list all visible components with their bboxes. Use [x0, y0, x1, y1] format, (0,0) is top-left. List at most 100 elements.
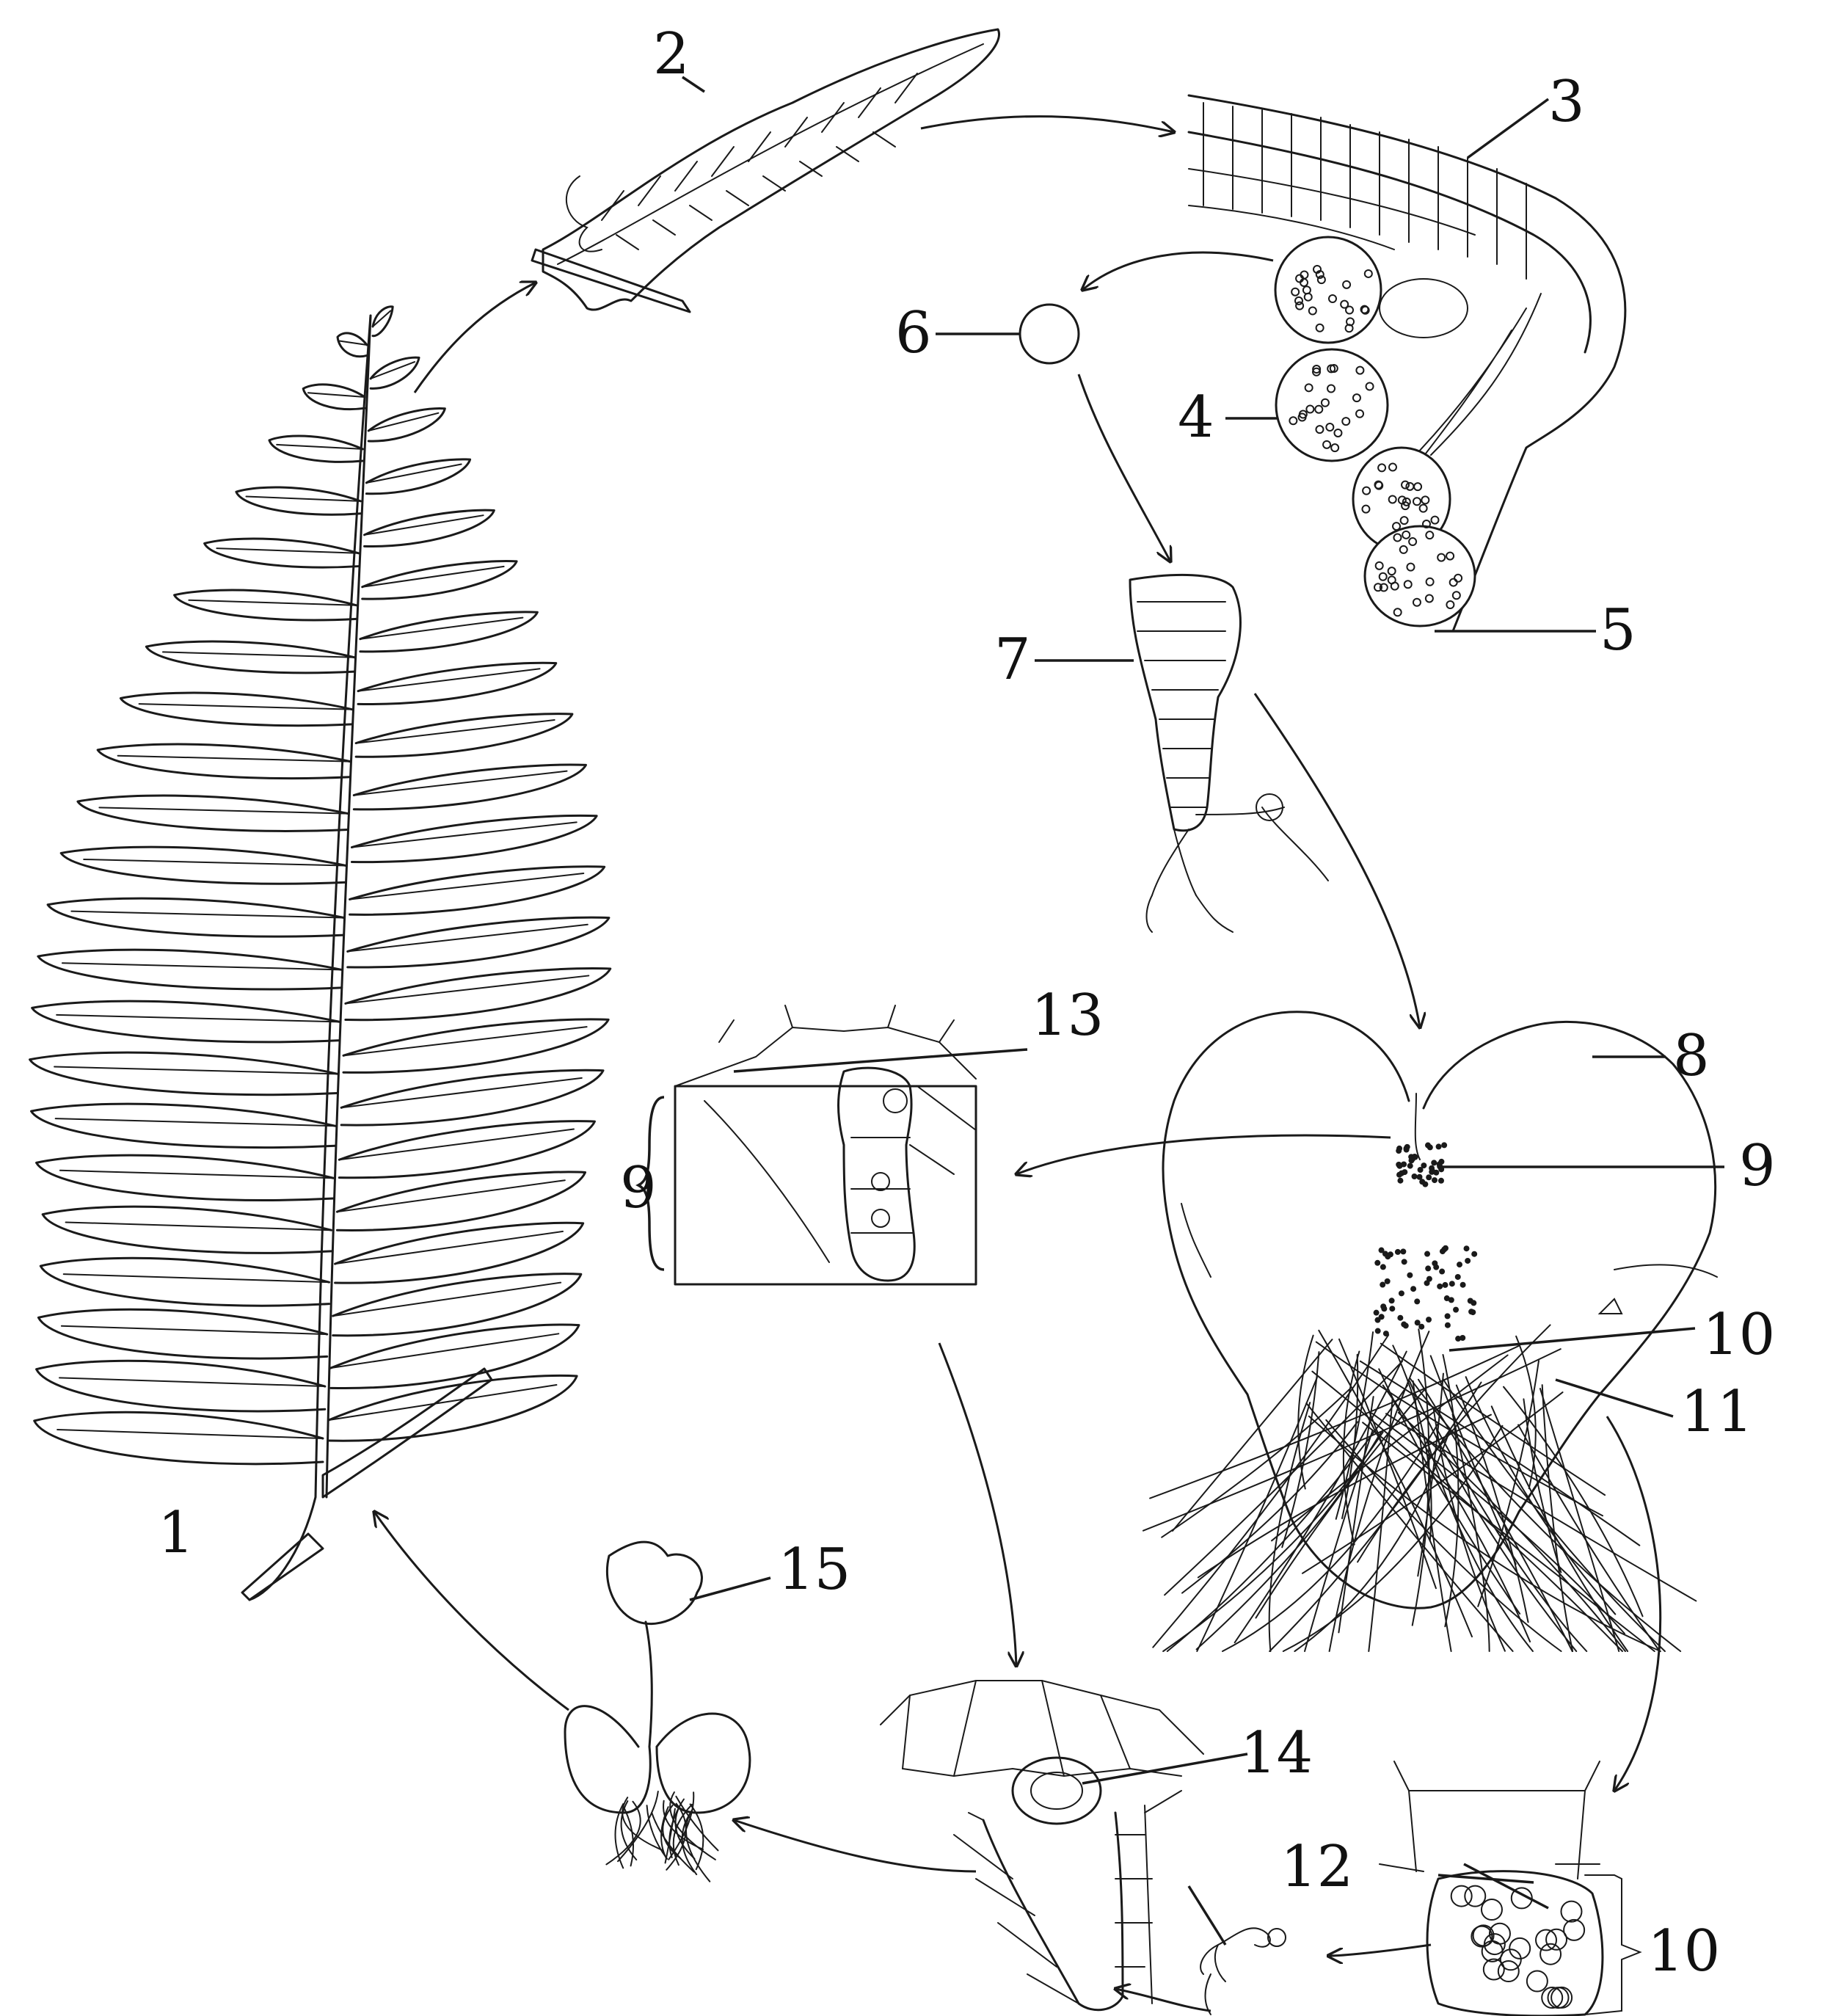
- antheridium-dot: [1380, 1282, 1385, 1288]
- pinnae-right: [329, 307, 611, 1441]
- pinna-right: [337, 1172, 585, 1231]
- pinna-vein: [337, 1180, 564, 1212]
- pinna-right: [343, 1019, 608, 1073]
- embryo-in-archegonium: [881, 1681, 1203, 2010]
- root-hair: [624, 1807, 633, 1866]
- sperm-cell: [1482, 1899, 1502, 1920]
- rhizoid: [1235, 1352, 1407, 1643]
- pinna-vein: [62, 963, 342, 969]
- leader-lines: [638, 77, 1724, 1945]
- antheridium-dot: [1389, 1298, 1395, 1303]
- pinna-right: [354, 765, 586, 809]
- archegonium-dot: [1421, 1162, 1426, 1168]
- sperm-cell: [1451, 1886, 1472, 1907]
- pinna-left: [38, 950, 342, 989]
- archegonium-dot: [1436, 1143, 1442, 1149]
- antheridium-dot: [1455, 1336, 1461, 1342]
- antheridium-dot: [1432, 1260, 1437, 1266]
- pinna-vein: [365, 515, 484, 535]
- label-10-inset: 10: [1647, 1918, 1720, 1984]
- label-7: 7: [994, 627, 1031, 693]
- mature-prothallus: [1143, 1012, 1717, 1651]
- pinna-vein: [139, 704, 352, 710]
- antheridium-dot: [1445, 1322, 1451, 1328]
- antheridium-dot: [1374, 1260, 1380, 1266]
- label-4: 4: [1178, 385, 1214, 451]
- antheridium-dot: [1449, 1281, 1455, 1287]
- pinna-right: [356, 714, 572, 757]
- young-prothallus: [1130, 575, 1328, 932]
- antheridium-dot: [1453, 1307, 1459, 1313]
- archegonium-dot: [1432, 1177, 1437, 1183]
- antheridium-dot: [1442, 1282, 1448, 1288]
- pinnae-left: [30, 333, 367, 1464]
- antheridium-dot: [1424, 1280, 1430, 1286]
- pinna-vein: [71, 911, 343, 918]
- pinna-left: [37, 1155, 334, 1200]
- pinna-right: [366, 459, 470, 494]
- arrow-7-to-8: [1255, 694, 1420, 1027]
- antheridium-dot: [1385, 1278, 1391, 1284]
- pinna-vein: [57, 1015, 340, 1022]
- rhizoid: [1437, 1430, 1586, 1651]
- antheridium-dot: [1437, 1284, 1443, 1289]
- antheridium-dot: [1375, 1328, 1381, 1334]
- pinna-vein: [368, 413, 438, 431]
- rhizoid: [1426, 1438, 1533, 1651]
- antheridium-dot: [1407, 1273, 1413, 1278]
- antheridium-dot: [1418, 1324, 1424, 1330]
- pinna-vein: [333, 1283, 561, 1316]
- pinna-vein: [59, 1378, 325, 1386]
- sperm-cell: [1473, 1925, 1494, 1946]
- pinna-left: [38, 1309, 327, 1358]
- young-sporophyte: [565, 1542, 750, 1882]
- rhizoid: [1358, 1325, 1550, 1562]
- antheridium-dot: [1397, 1315, 1403, 1321]
- label-9-inset: 9: [620, 1155, 657, 1221]
- antheridium-dot: [1395, 1249, 1401, 1255]
- archegonium-dot: [1438, 1178, 1444, 1184]
- arrow-12-to-14: [1115, 1989, 1211, 2011]
- pinna-left: [32, 1001, 340, 1042]
- pinna-left: [32, 1104, 336, 1147]
- antheridium-dot: [1410, 1286, 1416, 1292]
- antheridium-dot: [1460, 1282, 1466, 1288]
- archegonium-dot: [1429, 1169, 1435, 1175]
- antheridium-dot: [1470, 1309, 1476, 1315]
- antheridium-dot: [1399, 1290, 1404, 1296]
- pinna-right: [339, 1121, 594, 1178]
- label-11: 11: [1680, 1379, 1753, 1445]
- sorus-cross-section: [1189, 95, 1625, 631]
- label-2: 2: [653, 21, 690, 87]
- pinna-right: [371, 357, 419, 388]
- label-5: 5: [1600, 597, 1636, 663]
- label-15: 15: [778, 1537, 850, 1603]
- pinna-vein: [348, 925, 588, 952]
- antheridium-dot: [1471, 1251, 1477, 1257]
- antheridium-dot: [1425, 1265, 1431, 1271]
- arrow-9-to-inset: [1016, 1135, 1391, 1174]
- pinna-right: [362, 561, 517, 600]
- pinna-vein: [163, 652, 354, 657]
- pinna-left: [40, 1258, 329, 1306]
- label-12: 12: [1280, 1834, 1353, 1900]
- pinna-vein: [57, 1430, 323, 1438]
- antheridium-dot: [1400, 1248, 1406, 1254]
- antheridium-dot: [1464, 1245, 1470, 1251]
- antheridium-dot: [1465, 1258, 1471, 1264]
- antheridium-dot: [1379, 1248, 1385, 1253]
- pinna-vein: [331, 1333, 558, 1368]
- pinna-vein: [341, 1078, 582, 1107]
- antheridium-dot: [1380, 1264, 1386, 1270]
- pinna-vein: [216, 548, 358, 553]
- arrow-1-to-2: [415, 283, 536, 393]
- pinna-vein: [99, 807, 348, 813]
- antheridium-dot: [1403, 1322, 1409, 1328]
- arrow-10-to-inset: [1607, 1416, 1661, 1791]
- pinna-left: [61, 847, 346, 884]
- pinna-right: [350, 867, 605, 915]
- archegonium-dot: [1412, 1173, 1418, 1179]
- antheridium-dot: [1379, 1314, 1385, 1320]
- sperm-cell: [1564, 1920, 1584, 1940]
- pinna-vein: [246, 497, 360, 501]
